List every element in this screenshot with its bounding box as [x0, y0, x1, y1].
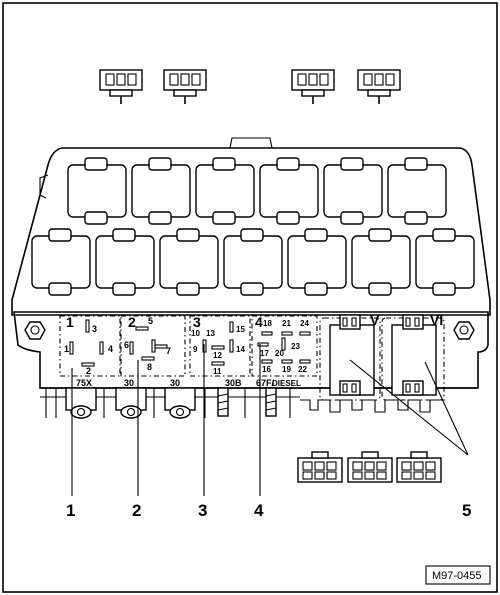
mounting-nut-right: [453, 321, 475, 340]
leader-lines: [71, 344, 469, 496]
slot-number: 4: [255, 314, 263, 330]
terminal-label: 19: [282, 365, 291, 374]
terminal-label: 9: [193, 345, 198, 354]
slot-number: 3: [193, 314, 201, 330]
relay-socket: [67, 157, 127, 225]
terminal-stud: [164, 387, 196, 419]
slot-number: 1: [66, 314, 74, 330]
relay-socket: [223, 228, 283, 296]
terminal-label: 18: [263, 319, 272, 328]
relay-slot-4: 4 18 21 24 17 20 23 16 19 22: [251, 314, 318, 377]
fuse-slot-vi: VI: [381, 312, 445, 401]
slot-number: 2: [128, 314, 136, 330]
terminal-label: 5: [148, 316, 153, 326]
bottom-terminal-label: 30: [170, 378, 180, 388]
callout-number: 2: [132, 501, 141, 520]
bottom-terminal-label: 30B: [225, 378, 242, 388]
callout-number: 3: [198, 501, 207, 520]
terminal-label: 23: [291, 342, 300, 351]
terminal-pin: [217, 387, 229, 417]
relay-socket: [387, 157, 447, 225]
terminal-label: 6: [124, 340, 129, 350]
terminal-label: 14: [236, 345, 245, 354]
terminal-label: 8: [147, 362, 152, 372]
fuse-slot-label: VI: [430, 312, 443, 328]
bottom-terminal-label: DIESEL: [272, 379, 301, 388]
loose-connector: [297, 451, 343, 483]
housing-tab: [229, 137, 273, 149]
terminal-label: 11: [213, 367, 222, 376]
terminal-label: 16: [262, 365, 271, 374]
terminal-label: 13: [206, 329, 215, 338]
relay-slot-3: 3 10 13 15 9 12 14 11: [189, 314, 251, 377]
relay-slot-2: 2 5 6 7 8: [120, 314, 186, 377]
figure-reference: M97-0455: [432, 570, 482, 582]
terminal-label: 17: [260, 349, 269, 358]
mounting-nut-left: [24, 321, 46, 340]
fuse-slot-label: V: [370, 312, 380, 328]
terminal-stud: [65, 387, 97, 419]
terminal-label: 2: [86, 366, 91, 376]
housing-clip: [39, 174, 49, 199]
terminal-label: 4: [108, 344, 113, 354]
terminal-label: 10: [191, 329, 200, 338]
relay-socket: [259, 157, 319, 225]
relay-slot-1: 1 3 1 4 2: [59, 314, 121, 377]
terminal-label: 24: [300, 319, 309, 328]
terminal-stud: [115, 387, 147, 419]
terminal-label: 1: [64, 344, 69, 354]
callout-number: 4: [254, 501, 264, 520]
terminal-label: 22: [298, 365, 307, 374]
relay-socket: [31, 228, 91, 296]
terminal-label: 15: [236, 325, 245, 334]
loose-connector: [357, 69, 401, 104]
bottom-terminal-label: 75X: [76, 378, 92, 388]
fuse-slot-v: V: [319, 312, 381, 401]
terminal-label: 3: [92, 324, 97, 334]
loose-connector: [99, 69, 143, 104]
terminal-label: 7: [166, 346, 171, 356]
terminal-label: 20: [275, 349, 284, 358]
loose-connector: [396, 451, 442, 483]
terminal-label: 21: [282, 319, 291, 328]
relay-socket: [159, 228, 219, 296]
terminal-label: 12: [213, 351, 222, 360]
bottom-terminal-label: 67F/: [256, 378, 275, 388]
loose-connector: [347, 451, 393, 483]
relay-socket: [351, 228, 411, 296]
connector-pins: [45, 388, 445, 418]
relay-socket: [287, 228, 347, 296]
callout-number: 5: [462, 501, 471, 520]
relay-socket: [415, 228, 475, 296]
bottom-terminal-label: 30: [124, 378, 134, 388]
reference-box: [425, 565, 491, 585]
loose-connector: [163, 69, 207, 104]
callout-number: 1: [66, 501, 75, 520]
relay-socket: [95, 228, 155, 296]
relay-socket: [131, 157, 191, 225]
housing-outline: [11, 147, 491, 316]
relay-socket: [195, 157, 255, 225]
loose-connector: [291, 69, 335, 104]
terminal-pin: [265, 387, 277, 417]
relay-socket: [323, 157, 383, 225]
